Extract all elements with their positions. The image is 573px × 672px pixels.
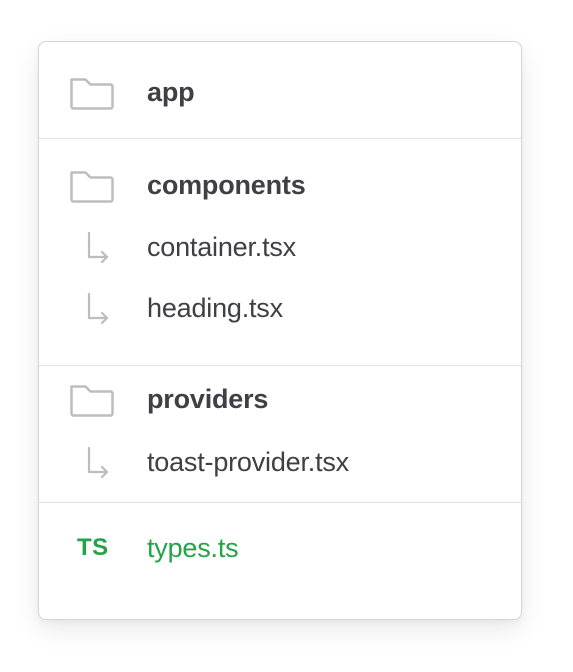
file-label: heading.tsx [147, 293, 283, 323]
divider [39, 138, 521, 139]
folder-label: app [147, 77, 195, 107]
divider [39, 502, 521, 503]
file-tree-panel: app components container.tsx heading.tsx [38, 41, 522, 620]
file-label: types.ts [147, 533, 239, 563]
folder-row-app[interactable]: app [39, 72, 521, 112]
child-arrow-icon [69, 288, 115, 328]
folder-row-components[interactable]: components [39, 165, 521, 205]
file-label: toast-provider.tsx [147, 447, 349, 477]
file-row-heading[interactable]: heading.tsx [39, 288, 521, 328]
file-row-container[interactable]: container.tsx [39, 227, 521, 267]
folder-label: providers [147, 384, 269, 414]
folder-icon [69, 72, 115, 112]
file-row-toast-provider[interactable]: toast-provider.tsx [39, 442, 521, 482]
file-label: container.tsx [147, 232, 296, 262]
folder-icon [69, 165, 115, 205]
folder-icon [69, 379, 115, 419]
child-arrow-icon [69, 227, 115, 267]
folder-row-providers[interactable]: providers [39, 379, 521, 419]
typescript-icon: TS [77, 534, 109, 561]
divider [39, 365, 521, 366]
child-arrow-icon [69, 442, 115, 482]
folder-label: components [147, 170, 306, 200]
file-row-types[interactable]: TS types.ts [39, 528, 521, 568]
